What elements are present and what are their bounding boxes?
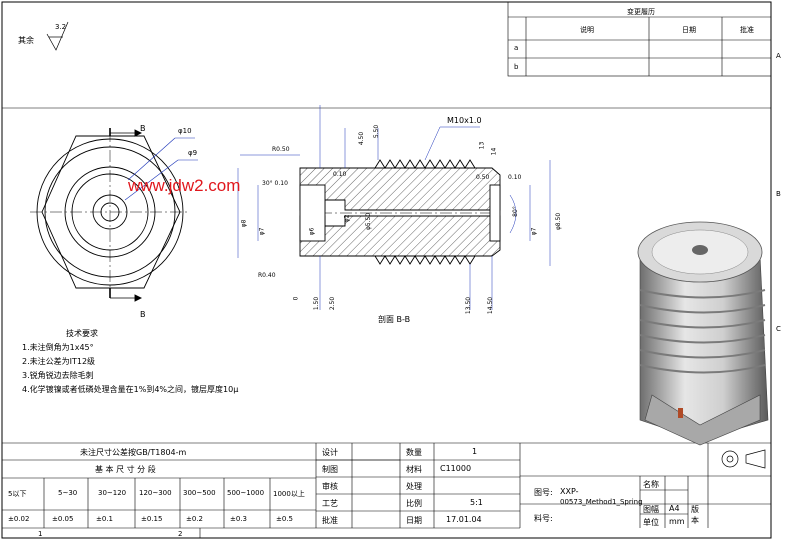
bottom-num-1: 1 bbox=[38, 530, 43, 538]
dim-d550: φ5.50 bbox=[365, 212, 373, 231]
revision-row-a: a bbox=[514, 44, 519, 52]
dim-thread: M10x1.0 bbox=[447, 116, 482, 125]
range-1: 5~30 bbox=[58, 489, 78, 497]
tb-version-label: 版本 bbox=[691, 505, 699, 525]
tol-3: ±0.15 bbox=[141, 515, 163, 523]
dim-r040: R0.40 bbox=[258, 272, 276, 279]
range-3: 120~300 bbox=[139, 489, 172, 497]
dim-450: 4.50 bbox=[358, 131, 366, 146]
tb-approve: 批准 bbox=[322, 516, 338, 525]
tech-title: 技术要求 bbox=[66, 329, 98, 338]
tb-unit: mm bbox=[669, 517, 685, 526]
dim-d7-right: φ7 bbox=[530, 227, 538, 236]
tb-check: 审核 bbox=[322, 482, 338, 491]
dim-d7: φ7 bbox=[258, 227, 266, 236]
dim-r050: R0.50 bbox=[272, 146, 290, 153]
dim-d850: φ8.50 bbox=[555, 212, 563, 231]
dim-010-b: 0.10 bbox=[508, 174, 522, 181]
tb-size: A4 bbox=[669, 504, 680, 513]
tech-item-2: 2.未注公差为IT12级 bbox=[22, 357, 96, 366]
revision-col-desc: 说明 bbox=[580, 26, 594, 34]
zone-a: A bbox=[776, 52, 781, 60]
zone-b: B bbox=[776, 190, 781, 198]
range-0: 5以下 bbox=[8, 490, 27, 498]
tb-part-no-label: 料号: bbox=[534, 514, 553, 523]
tb-treat-label: 处理 bbox=[406, 482, 422, 491]
dim-d8: φ8 bbox=[240, 219, 248, 228]
tb-process: 工艺 bbox=[322, 499, 338, 508]
dim-d2: φ2 bbox=[343, 214, 351, 223]
tb-qty-label: 数量 bbox=[406, 448, 422, 457]
dim-d9: φ9 bbox=[188, 149, 198, 157]
tb-drawing-no: XXP- bbox=[560, 487, 579, 496]
dim-80deg: 80° bbox=[511, 206, 519, 217]
tb-date: 17.01.04 bbox=[446, 515, 482, 524]
roughness-symbol bbox=[46, 21, 69, 51]
tb-design: 设计 bbox=[322, 448, 338, 457]
tolerance-title: 未注尺寸公差按GB/T1804-m bbox=[80, 448, 187, 457]
roughness-value: 3.2 bbox=[55, 23, 67, 31]
section-mark-b-bottom: B bbox=[140, 310, 146, 319]
range-6: 1000以上 bbox=[273, 490, 305, 498]
roughness-label: 其余 bbox=[18, 36, 34, 45]
revision-row-b: b bbox=[514, 63, 519, 71]
dim-250: 2.50 bbox=[329, 296, 337, 311]
dim-d10: φ10 bbox=[178, 127, 192, 135]
section-view bbox=[237, 105, 551, 310]
tolerance-grid bbox=[1, 442, 771, 538]
zone-c: C bbox=[776, 325, 781, 333]
tb-unit-label: 单位 bbox=[643, 518, 659, 527]
projection-symbol bbox=[721, 449, 766, 469]
dim-d6: φ6 bbox=[308, 227, 316, 236]
dim-1450: 14.50 bbox=[487, 296, 495, 315]
dim-010-a: 0.10 bbox=[333, 171, 347, 178]
tol-2: ±0.1 bbox=[96, 515, 113, 523]
bottom-num-2: 2 bbox=[178, 530, 183, 538]
front-view bbox=[30, 128, 198, 302]
section-mark-b-top: B bbox=[140, 124, 146, 133]
watermark-text: www.jdw2.com bbox=[128, 176, 241, 195]
dim-150: 1.50 bbox=[313, 296, 321, 311]
tb-name-label: 名称 bbox=[643, 480, 659, 489]
range-2: 30~120 bbox=[98, 489, 127, 497]
tb-draw: 制图 bbox=[322, 465, 338, 474]
tol-6: ±0.5 bbox=[276, 515, 293, 523]
dim-550: 5.50 bbox=[373, 124, 381, 139]
section-label: 剖面 B-B bbox=[378, 315, 411, 324]
revision-title: 变更履历 bbox=[627, 8, 655, 16]
dim-1350: 13.50 bbox=[465, 296, 473, 315]
revision-table bbox=[507, 1, 772, 77]
tech-item-4: 4.化学镀镍或者低磷处理含量在1%到4%之间，镀层厚度10μ bbox=[22, 385, 239, 394]
dim-0: 0 bbox=[292, 296, 300, 301]
revision-col-date: 日期 bbox=[682, 26, 696, 34]
tb-date-label: 日期 bbox=[406, 516, 422, 525]
tol-5: ±0.3 bbox=[230, 515, 247, 523]
tech-item-1: 1.未注倒角为1x45° bbox=[22, 343, 94, 352]
dim-13: 13 bbox=[478, 141, 486, 150]
dim-050: 0.50 bbox=[476, 174, 490, 181]
tol-1: ±0.05 bbox=[52, 515, 74, 523]
tb-scale-label: 比例 bbox=[406, 499, 422, 508]
range-4: 300~500 bbox=[183, 489, 216, 497]
range-5: 500~1000 bbox=[227, 489, 265, 497]
revision-col-approve: 批准 bbox=[740, 26, 754, 34]
tb-scale: 5:1 bbox=[470, 498, 483, 507]
tolerance-subtitle: 基 本 尺 寸 分 段 bbox=[95, 465, 156, 474]
tb-drawing-no-label: 图号: bbox=[534, 488, 553, 497]
tol-4: ±0.2 bbox=[186, 515, 203, 523]
tb-qty: 1 bbox=[472, 447, 478, 456]
tb-material: C11000 bbox=[440, 464, 472, 473]
tb-size-label: 图幅 bbox=[643, 505, 659, 514]
part-render bbox=[637, 221, 769, 446]
tb-material-label: 材料 bbox=[406, 465, 422, 474]
tol-0: ±0.02 bbox=[8, 515, 30, 523]
tb-drawing-no-2: 00573_Method1_Spring bbox=[560, 498, 643, 506]
tech-item-3: 3.锐角锐边去除毛刺 bbox=[22, 371, 94, 380]
dim-chamfer: 30° 0.10 bbox=[262, 180, 288, 187]
dim-14: 14 bbox=[490, 147, 498, 156]
